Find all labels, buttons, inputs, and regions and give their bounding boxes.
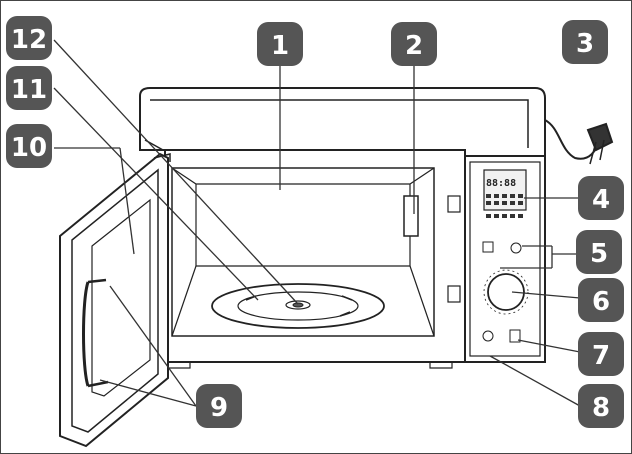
callout-badge-7: 7 [578,332,624,376]
svg-text:10: 10 [11,133,47,163]
leader-line-8 [489,355,581,407]
svg-text:3: 3 [576,29,594,59]
callout-badge-4: 4 [578,176,624,220]
svg-text:9: 9 [210,393,228,423]
function-button-left[interactable] [482,241,494,253]
svg-text:6: 6 [592,287,610,317]
callout-badge-11: 11 [6,66,52,110]
leader-line-10b [119,147,135,255]
svg-text:2: 2 [405,31,423,61]
leader-lines [53,39,581,407]
callout-badge-10: 10 [6,124,52,168]
power-cord [544,119,614,165]
callout-badge-6: 6 [578,278,624,322]
door-open-button[interactable] [509,329,521,343]
callout-badge-8: 8 [578,384,624,428]
callout-badge-2: 2 [391,22,437,66]
turntable [211,283,385,329]
leader-line-9b [99,379,197,407]
callout-badge-12: 12 [6,16,52,60]
svg-text:7: 7 [592,341,610,371]
leader-line-6 [511,291,581,299]
start-stop-button[interactable] [482,330,494,342]
leader-line-7 [517,339,581,353]
svg-text:8: 8 [592,393,610,423]
callout-badge-3: 3 [562,20,608,64]
callout-badge-1: 1 [257,22,303,66]
callout-badge-5: 5 [576,230,622,274]
svg-text:12: 12 [11,25,47,55]
callout-badge-9: 9 [196,384,242,428]
leader-line-9a [109,285,197,407]
control-dial[interactable] [487,273,525,311]
svg-text:1: 1 [271,31,289,61]
lcd-digits: 88:88 [486,178,516,189]
function-button-right[interactable] [510,242,522,254]
leader-line-12 [53,39,299,305]
control-panel: 88:88 [482,169,529,343]
svg-text:11: 11 [11,75,47,105]
microwave-body [139,87,546,369]
svg-text:5: 5 [590,239,608,269]
svg-text:4: 4 [592,185,610,215]
waveguide-cover [403,195,419,237]
leader-line-11 [53,87,259,301]
